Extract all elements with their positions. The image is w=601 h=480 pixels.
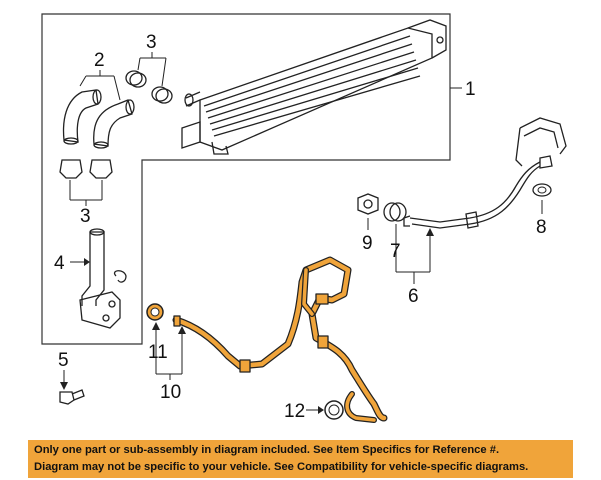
arrow-6 xyxy=(426,228,434,236)
o-ring-12-inner xyxy=(328,404,340,416)
callout-9: 9 xyxy=(362,233,373,254)
callout-5: 5 xyxy=(58,350,69,371)
callout-2: 2 xyxy=(94,50,105,71)
callout-6: 6 xyxy=(408,286,419,307)
callout-3-bottom: 3 xyxy=(80,206,91,227)
callout-12: 12 xyxy=(284,401,305,422)
disclaimer-line-2: Diagram may not be specific to your vehi… xyxy=(34,461,529,473)
washer-8-inner xyxy=(537,186,547,194)
arrow-12 xyxy=(318,406,324,414)
o-ring-12 xyxy=(324,400,344,420)
callout-1: 1 xyxy=(465,79,476,100)
tube-assembly xyxy=(79,228,127,329)
arrow-4 xyxy=(84,258,90,266)
disclaimer-banner: Only one part or sub-assembly in diagram… xyxy=(28,440,573,478)
leader-3-bottom xyxy=(69,180,103,206)
callout-3-top: 3 xyxy=(146,32,157,53)
callout-10: 10 xyxy=(160,382,181,403)
callout-11: 11 xyxy=(148,342,168,363)
fitting xyxy=(383,202,407,222)
washer-8 xyxy=(532,183,552,197)
leader-3-top xyxy=(137,52,167,87)
callout-8: 8 xyxy=(536,217,547,238)
cooler-line-upper xyxy=(403,117,567,229)
arrow-10 xyxy=(178,326,186,334)
assembly-boundary xyxy=(41,13,451,345)
oil-cooler xyxy=(181,19,447,155)
leader-10-11 xyxy=(155,326,183,380)
bolt xyxy=(59,389,85,405)
leader-6 xyxy=(395,224,431,284)
arrow-5 xyxy=(60,382,68,390)
highlighted-cooler-line xyxy=(172,256,388,423)
clamps-bottom xyxy=(59,159,113,179)
callout-7: 7 xyxy=(390,241,401,262)
disclaimer-line-1: Only one part or sub-assembly in diagram… xyxy=(34,444,500,456)
highlighted-seal-11 xyxy=(146,303,164,321)
leader-2 xyxy=(79,70,121,101)
nut xyxy=(357,193,379,215)
clamps-top xyxy=(125,70,173,104)
hose-parts xyxy=(62,89,135,149)
arrow-11 xyxy=(152,322,160,330)
callout-4: 4 xyxy=(54,253,65,274)
